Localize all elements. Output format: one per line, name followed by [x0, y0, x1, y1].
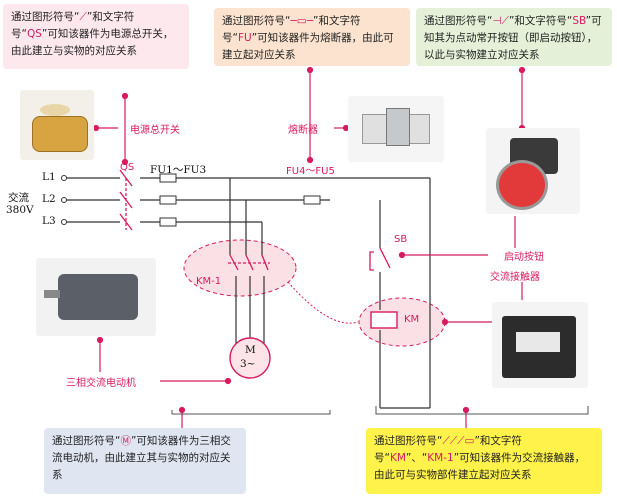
sb-info-box: 通过图形符号“⊣⟋”和文字符号“SB”可知其为点动常开按钮（即启动按钮），以此与… — [416, 8, 612, 66]
voltage-label: 380V — [6, 204, 34, 216]
power-switch-photo — [20, 90, 94, 160]
fu4-label: FU4～FU5 — [286, 166, 335, 177]
fuse-symbol-icon: ─▭─ — [290, 15, 314, 27]
button-symbol-icon: ⊣⟋ — [492, 15, 509, 27]
motor-label: 三相交流电动机 — [66, 378, 136, 389]
km-info-box: 通过图形符号“⟋⟋⟋▭”和文字符号“KM”、“KM-1”可知该器件为交流接触器，… — [366, 428, 602, 494]
motor-photo — [36, 258, 156, 336]
motor-m-label: M — [245, 344, 256, 356]
contactor-symbol-icon: ⟋⟋⟋▭ — [442, 435, 475, 447]
start-button-label: 启动按钮 — [504, 252, 544, 263]
switch-symbol-icon: ⟋ — [79, 11, 87, 23]
motor-info-box: 通过图形符号“Ⓜ”可知该器件为三相交流电动机，由此建立其与实物的对应关系 — [44, 428, 246, 494]
contactor-label: 交流接触器 — [490, 272, 540, 283]
sb-label: SB — [394, 234, 408, 245]
fuse-label: 熔断器 — [288, 125, 318, 136]
l1-label: L1 — [42, 171, 56, 183]
fu-info-box: 通过图形符号“─▭─”和文字符号“FU”可知该器件为熔断器，由此可建立起对应关系 — [214, 8, 410, 66]
fu1-label: FU1～FU3 — [150, 164, 207, 176]
power-switch-label: 电源总开关 — [130, 125, 180, 136]
km-label: KM — [404, 314, 420, 325]
fuse-photo — [348, 96, 444, 162]
motor-phase-label: 3~ — [240, 358, 256, 370]
km1-label: KM-1 — [196, 276, 222, 287]
contactor-photo — [492, 302, 588, 388]
ac-label: 交流 — [8, 192, 29, 204]
km1-highlight — [183, 239, 297, 297]
qs-info-box: 通过图形符号“⟋”和文字符号“QS”可知该器件为电源总开关，由此建立与实物的对应… — [3, 4, 189, 69]
qs-label: QS — [120, 162, 135, 173]
l2-label: L2 — [42, 193, 56, 205]
l3-label: L3 — [42, 215, 56, 227]
motor-symbol-icon: Ⓜ — [120, 435, 131, 447]
start-button-photo — [486, 128, 580, 214]
